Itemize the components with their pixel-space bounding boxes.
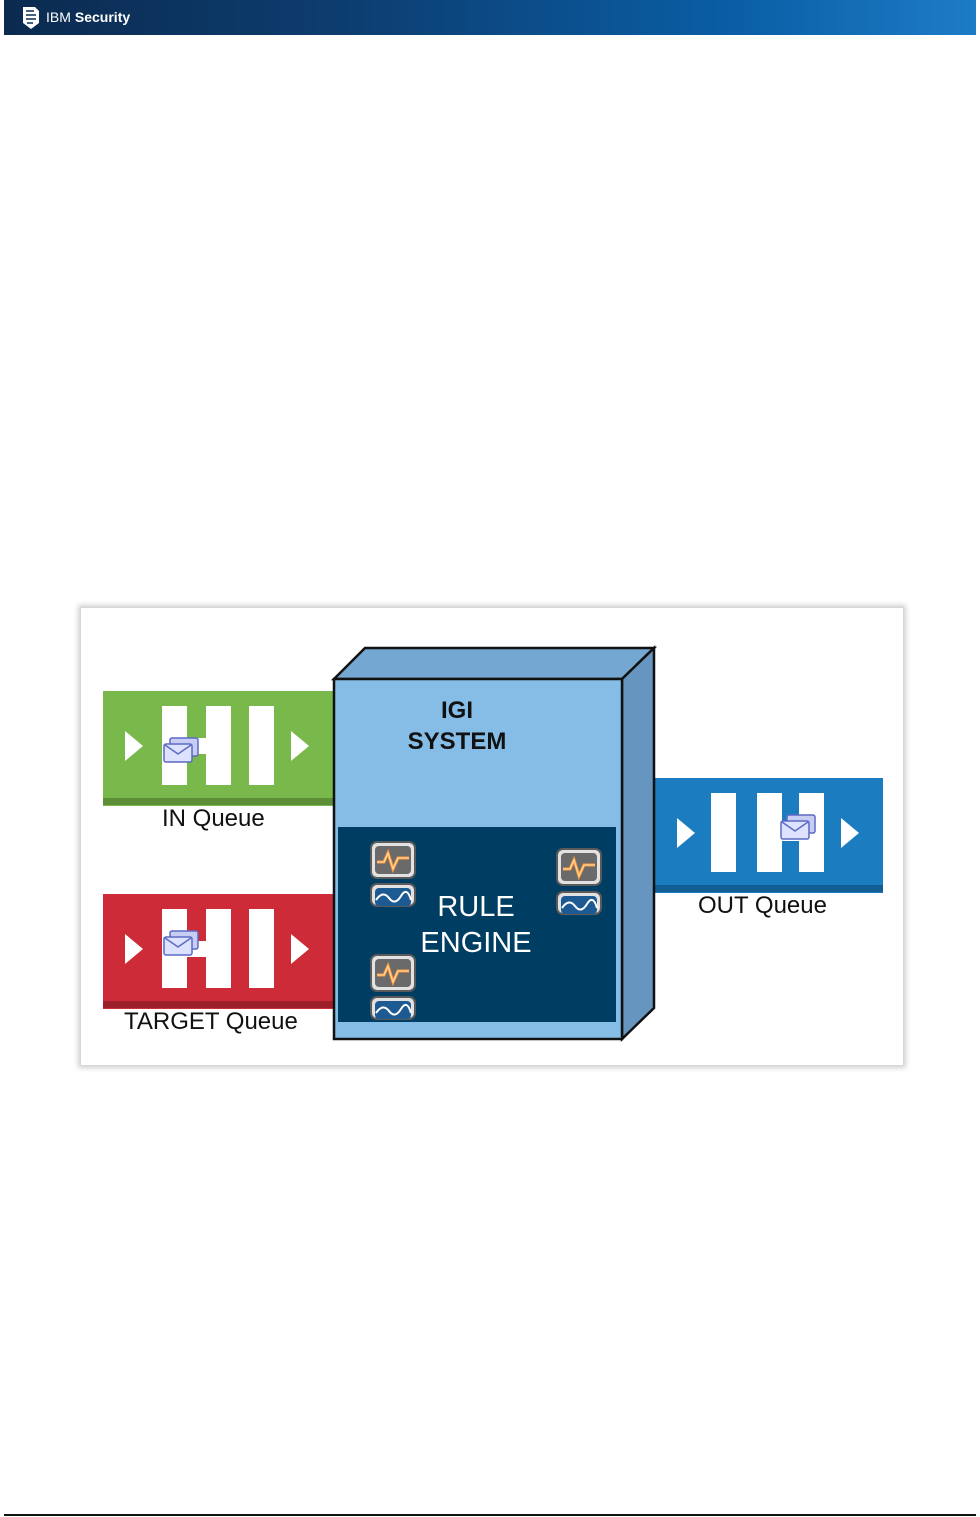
system-title-line1: IGI	[440, 697, 473, 724]
rule-icon	[369, 840, 417, 880]
target-queue-play-left-icon	[125, 934, 143, 964]
out-queue-label: OUT Queue	[698, 892, 827, 919]
brand-ibm: IBM	[46, 9, 71, 25]
in-queue-play-right-icon	[291, 731, 309, 761]
in-queue-slot-2	[206, 706, 231, 785]
rule-icon	[370, 996, 416, 1020]
engine-title-line2: ENGINE	[420, 927, 532, 959]
ibm-security-shield-icon	[23, 7, 39, 29]
in-queue-slot-3	[249, 706, 274, 785]
target-queue-band-shadow	[103, 1001, 334, 1008]
in-queue-play-left-icon	[125, 731, 143, 761]
in-queue-label: IN Queue	[162, 805, 265, 832]
system-title-line2: SYSTEM	[407, 728, 507, 755]
diagram-canvas	[103, 645, 883, 1042]
target-queue	[103, 894, 334, 1009]
igi-system-box	[330, 645, 658, 1042]
target-queue-play-right-icon	[291, 934, 309, 964]
rule-icon	[555, 847, 603, 887]
in-queue-band-shadow	[103, 798, 334, 805]
out-queue-play-left-icon	[677, 818, 695, 848]
brand-security: Security	[74, 9, 131, 25]
target-queue-slot-3	[249, 909, 274, 988]
out-queue-band-shadow	[652, 885, 883, 892]
rule-engine-title: RULE ENGINE	[376, 889, 576, 961]
out-queue-slot-2	[757, 793, 782, 872]
igi-system-diagram: IGI SYSTEM RULE ENGINE IN Queue TARGET Q…	[80, 607, 904, 1066]
out-queue-slot-1	[711, 793, 736, 872]
igi-system-box-side	[620, 645, 656, 1042]
target-queue-slot-2	[206, 909, 231, 988]
in-queue	[103, 691, 334, 806]
igi-system-box-top	[330, 646, 658, 681]
target-queue-label: TARGET Queue	[124, 1008, 298, 1035]
engine-title-line1: RULE	[437, 891, 515, 923]
out-queue	[652, 778, 883, 893]
out-queue-play-right-icon	[841, 818, 859, 848]
igi-system-title: IGI SYSTEM	[357, 695, 557, 757]
footer-divider	[4, 1514, 976, 1516]
